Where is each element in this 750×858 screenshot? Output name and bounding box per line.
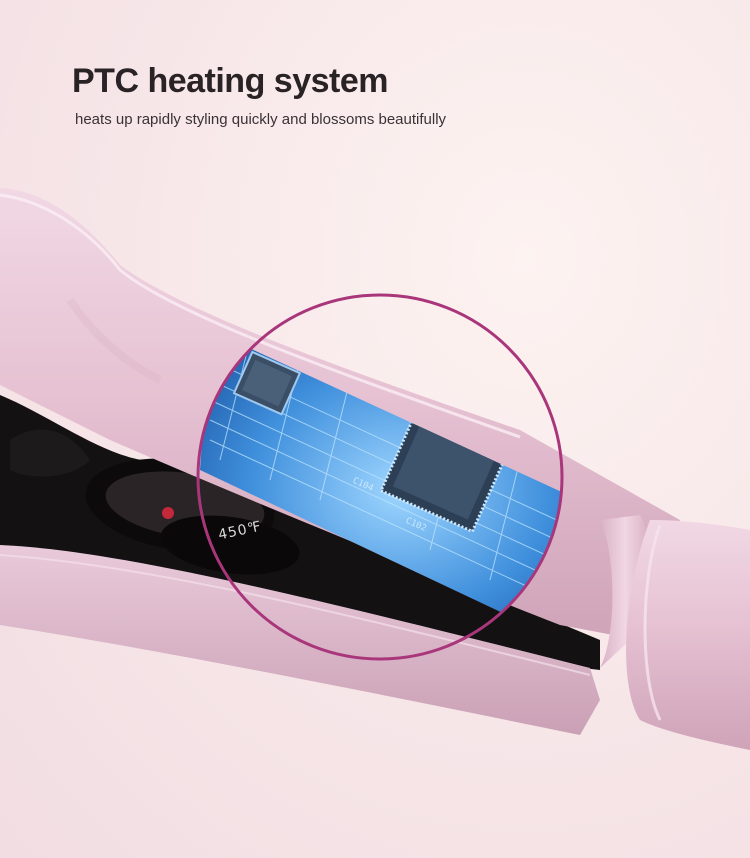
page-title: PTC heating system	[72, 62, 388, 100]
handle	[626, 520, 750, 750]
page-subtitle: heats up rapidly styling quickly and blo…	[75, 111, 447, 128]
handle-collar	[600, 515, 651, 668]
magnifier-ring	[196, 293, 564, 661]
